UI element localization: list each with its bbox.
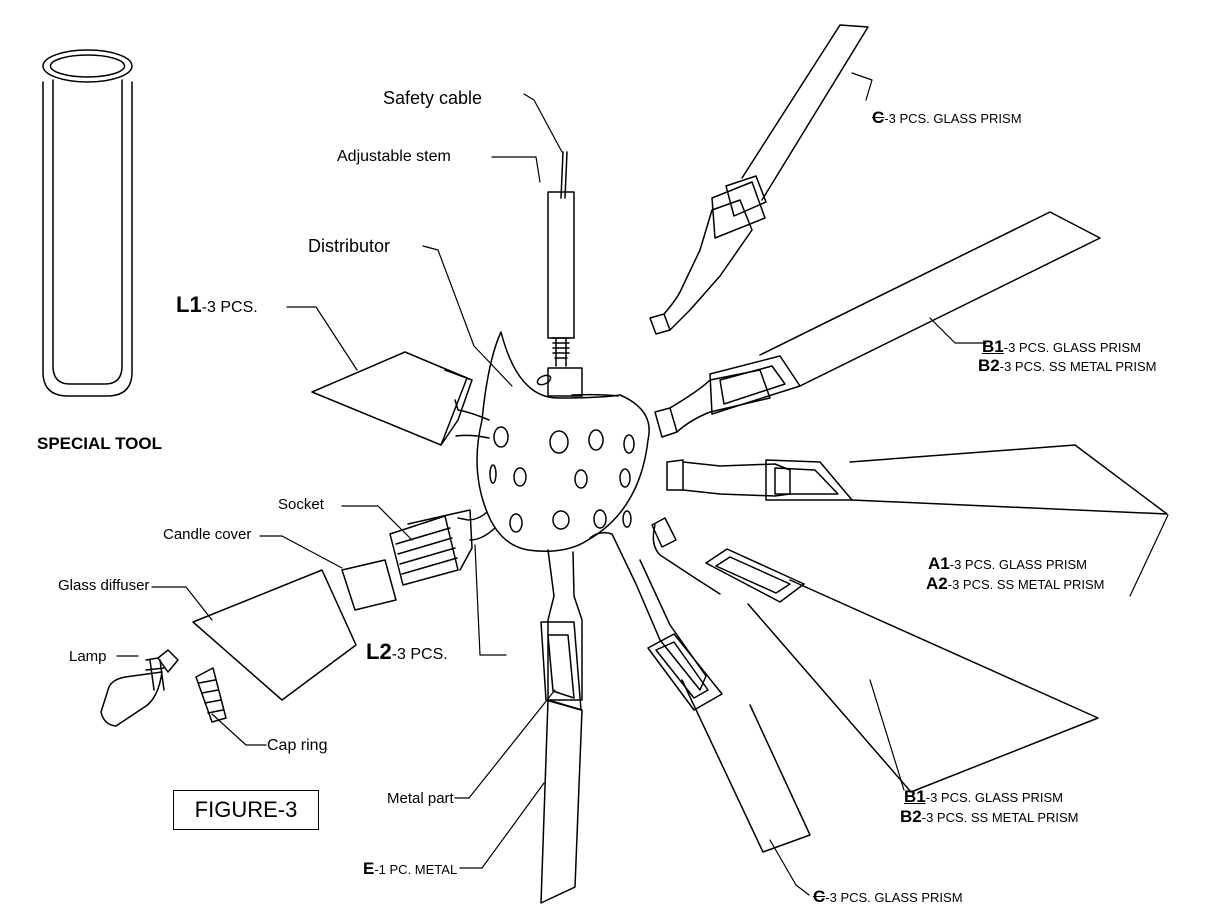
glass-diffuser-label: Glass diffuser	[58, 577, 150, 594]
cap-ring-label: Cap ring	[267, 737, 328, 754]
special-tool-label: SPECIAL TOOL	[37, 434, 163, 453]
b1-bottom-desc: -3 PCS. GLASS PRISM	[925, 790, 1063, 805]
a1-label: A1-3 PCS. GLASS PRISM	[928, 555, 1087, 573]
leader-lines	[116, 72, 1169, 896]
l1-label: L1-3 PCS.	[176, 294, 258, 316]
b-bottom-arm-drawing	[651, 517, 1099, 793]
b2-top-desc: -3 PCS. SS METAL PRISM	[999, 359, 1157, 374]
stem-assembly-drawing	[547, 151, 583, 397]
a2-label: A2-3 PCS. SS METAL PRISM	[926, 575, 1105, 593]
a1-desc: -3 PCS. GLASS PRISM	[949, 557, 1087, 572]
b1-bottom-code: B1	[904, 787, 926, 806]
socket-label: Socket	[278, 496, 324, 513]
e-desc: -1 PC. METAL	[374, 862, 458, 877]
l2-label: L2-3 PCS.	[366, 641, 448, 663]
b1-top-desc: -3 PCS. GLASS PRISM	[1003, 340, 1141, 355]
b-top-arm-drawing	[654, 211, 1101, 438]
a2-code: A2	[926, 574, 948, 593]
candle-cover-label: Candle cover	[163, 526, 252, 543]
b1-top-code: B1	[982, 337, 1004, 356]
b2-top-code: B2	[978, 356, 1000, 375]
b1-top-label: B1-3 PCS. GLASS PRISM	[982, 338, 1141, 356]
a1-code: A1	[928, 554, 950, 573]
c-top-desc: -3 PCS. GLASS PRISM	[884, 111, 1022, 126]
figure-label: FIGURE-3	[173, 790, 319, 830]
l2-arm-drawing	[100, 509, 496, 727]
c-top-arm-drawing	[649, 24, 869, 335]
e-arm-drawing	[540, 549, 583, 904]
l1-arm-drawing	[311, 351, 490, 446]
a-arm-drawing	[666, 444, 1168, 515]
metal-part-label: Metal part	[387, 790, 454, 807]
e-code: E	[363, 859, 375, 878]
b2-bottom-label: B2-3 PCS. SS METAL PRISM	[900, 808, 1079, 826]
c-bottom-desc: -3 PCS. GLASS PRISM	[825, 890, 963, 905]
b2-top-label: B2-3 PCS. SS METAL PRISM	[978, 357, 1157, 375]
a2-desc: -3 PCS. SS METAL PRISM	[947, 577, 1105, 592]
c-bottom-code: C	[813, 887, 826, 906]
b2-bottom-desc: -3 PCS. SS METAL PRISM	[921, 810, 1079, 825]
l1-code: L1	[176, 292, 202, 317]
c-bottom-label: C-3 PCS. GLASS PRISM	[813, 888, 963, 906]
e-label: E-1 PC. METAL	[363, 860, 457, 878]
c-top-code: C	[872, 108, 885, 127]
safety-cable-label: Safety cable	[383, 88, 483, 108]
distributor-label: Distributor	[308, 236, 391, 256]
b1-bottom-label: B1-3 PCS. GLASS PRISM	[904, 788, 1063, 806]
l2-desc: -3 PCS.	[391, 646, 448, 663]
distributor-drawing	[476, 331, 650, 552]
lamp-label: Lamp	[69, 648, 107, 665]
b2-bottom-code: B2	[900, 807, 922, 826]
special-tool-drawing	[42, 49, 133, 397]
c-bottom-arm-drawing	[589, 531, 811, 853]
c-top-label: C-3 PCS. GLASS PRISM	[872, 109, 1022, 127]
figure-label-text: FIGURE-3	[194, 797, 298, 822]
l2-code: L2	[366, 639, 392, 664]
adjustable-stem-label: Adjustable stem	[337, 148, 451, 165]
l1-desc: -3 PCS.	[201, 299, 258, 316]
